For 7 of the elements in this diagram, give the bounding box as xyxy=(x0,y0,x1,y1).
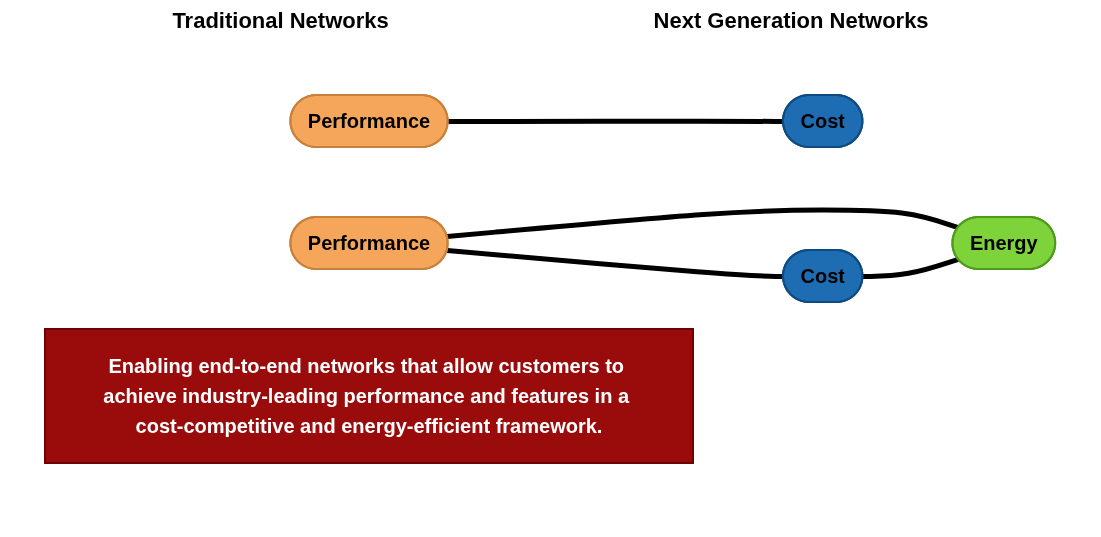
connector xyxy=(447,247,784,279)
connector xyxy=(447,207,960,240)
section-heading: Next Generation Networks xyxy=(653,8,929,34)
connector xyxy=(863,256,960,279)
section-heading: Traditional Networks xyxy=(172,8,389,34)
connector xyxy=(448,118,784,124)
node-box: Enabling end-to-end networks that allow customers to achieve industry-leading performance and features in a cost-competitive and energy-efficient framework. xyxy=(44,328,695,464)
